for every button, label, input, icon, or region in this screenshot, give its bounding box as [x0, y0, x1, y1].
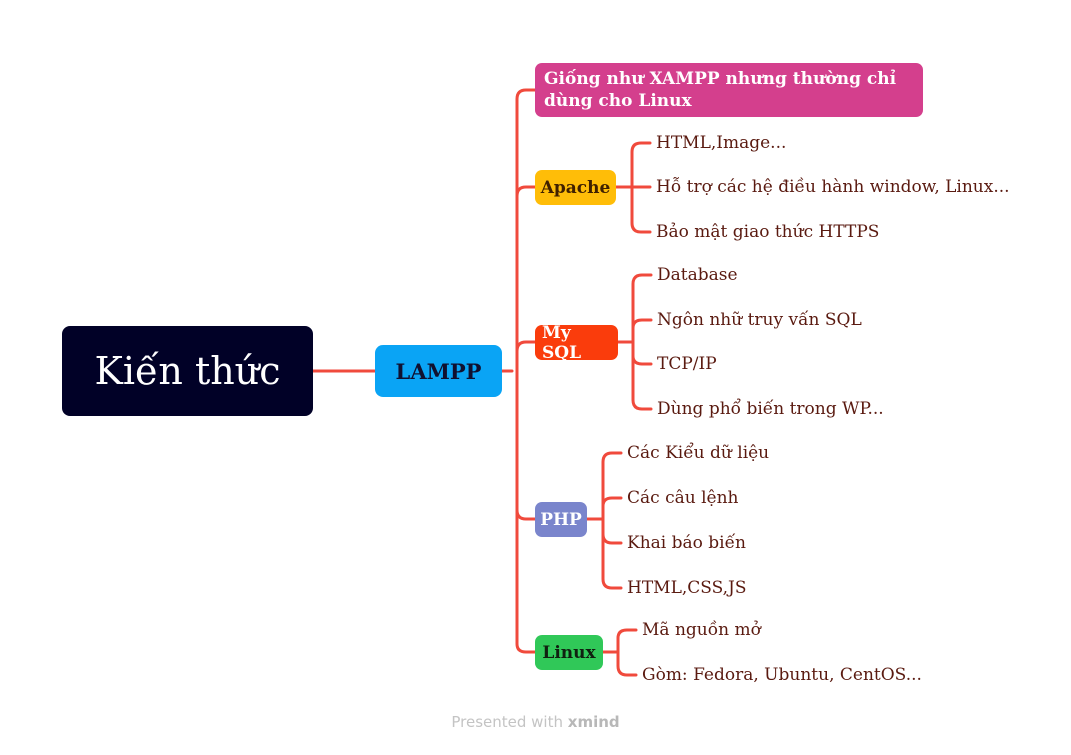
leaf-apache-2[interactable]: Hỗ trợ các hệ điều hành window, Linux... [656, 177, 1010, 197]
leaf-linux-1[interactable]: Mã nguồn mở [642, 620, 761, 640]
root-topic[interactable]: Kiến thức [62, 326, 313, 416]
branch-apache-label: Apache [540, 177, 611, 198]
connector-apache-leaves [614, 141, 652, 234]
main-topic-label: LAMPP [395, 358, 482, 384]
branch-php-label: PHP [540, 509, 582, 530]
connector-linux-leaves [601, 628, 638, 677]
branch-apache[interactable]: Apache [535, 170, 616, 205]
leaf-apache-3[interactable]: Bảo mật giao thức HTTPS [656, 222, 880, 242]
leaf-php-3[interactable]: Khai báo biến [627, 533, 747, 553]
connector-to-apache [515, 185, 537, 198]
branch-description[interactable]: Giống như XAMPP nhưng thường chỉ dùng ch… [535, 63, 923, 117]
connector-mysql-leaves [616, 273, 653, 411]
leaf-mysql-2[interactable]: Ngôn nhữ truy vấn SQL [657, 310, 862, 330]
branch-linux-label: Linux [542, 642, 596, 663]
leaf-php-2[interactable]: Các câu lệnh [627, 488, 739, 508]
leaf-mysql-4[interactable]: Dùng phổ biến trong WP... [657, 399, 884, 419]
footer-brand: xmind [567, 713, 620, 731]
connector-to-php [515, 508, 537, 521]
connector-trunk [515, 88, 537, 654]
leaf-php-1[interactable]: Các Kiểu dữ liệu [627, 443, 770, 463]
connector-php-leaves [585, 451, 623, 590]
branch-mysql[interactable]: My SQL [535, 322, 618, 363]
leaf-mysql-1[interactable]: Database [657, 265, 738, 285]
branch-php[interactable]: PHP [535, 502, 587, 537]
leaf-linux-2[interactable]: Gòm: Fedora, Ubuntu, CentOS... [642, 665, 922, 685]
branch-mysql-label: My SQL [542, 322, 582, 363]
root-topic-label: Kiến thức [94, 349, 281, 393]
footer-prefix: Presented with [451, 713, 563, 731]
leaf-php-4[interactable]: HTML,CSS,JS [627, 578, 747, 598]
branch-description-label: Giống như XAMPP nhưng thường chỉ dùng ch… [544, 69, 897, 111]
connector-to-mysql [515, 340, 537, 353]
footer-credit: Presented with xmind [0, 713, 1071, 731]
leaf-apache-1[interactable]: HTML,Image... [656, 133, 787, 153]
main-topic-lampp[interactable]: LAMPP [375, 345, 502, 397]
branch-linux[interactable]: Linux [535, 635, 603, 670]
leaf-mysql-3[interactable]: TCP/IP [657, 354, 717, 374]
